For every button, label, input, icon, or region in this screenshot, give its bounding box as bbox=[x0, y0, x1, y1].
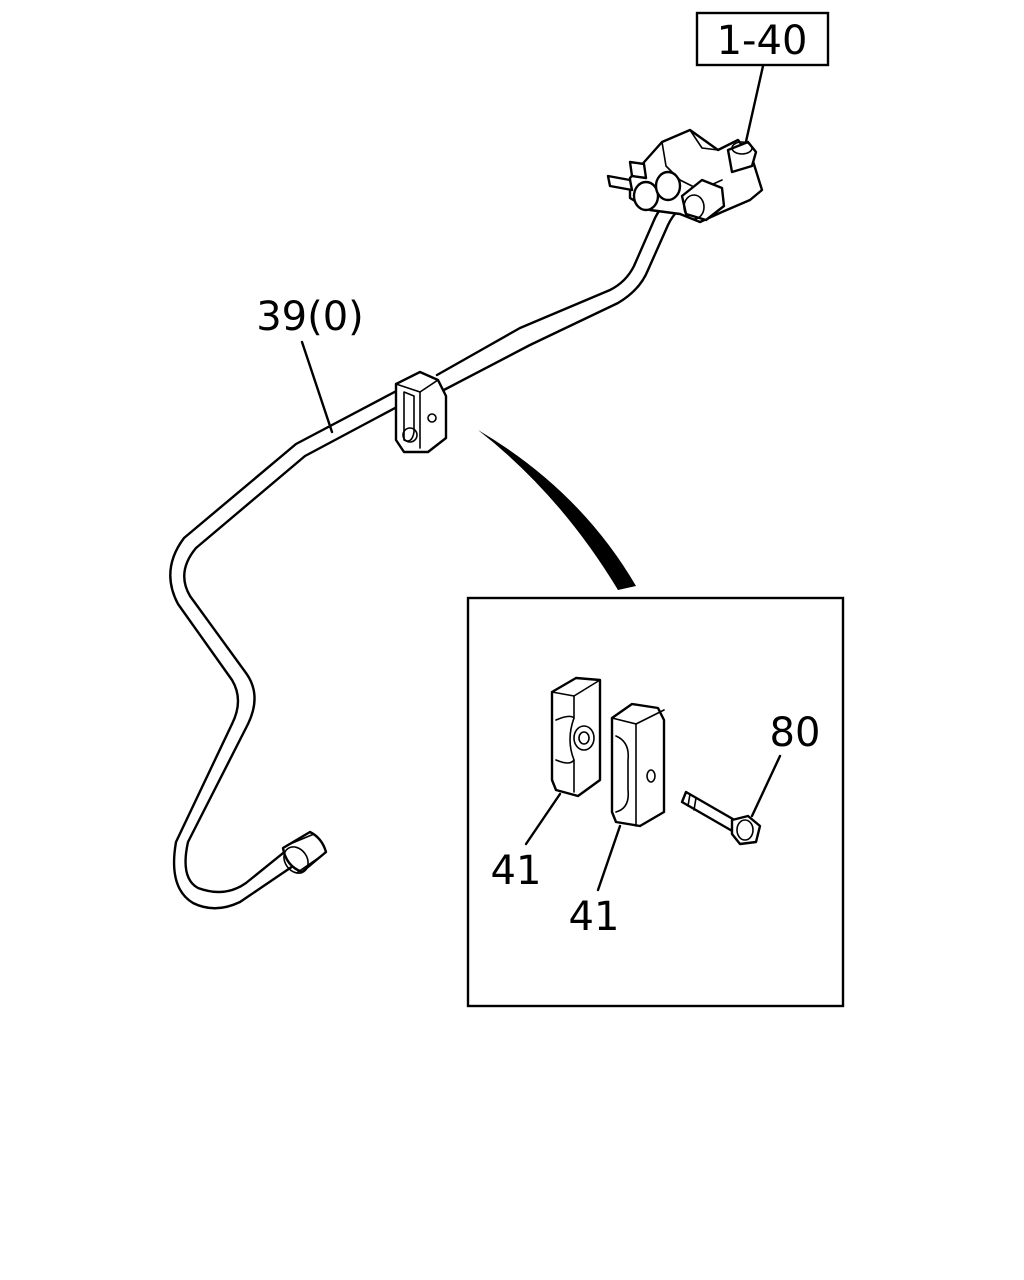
pipe-label: 39(0) bbox=[256, 294, 364, 340]
fuel-pipe bbox=[169, 190, 692, 910]
clamp-left-label: 41 bbox=[491, 848, 542, 894]
bolt-label: 80 bbox=[770, 710, 821, 756]
detail-view: 80 41 41 bbox=[466, 596, 845, 1008]
clamp-half-right bbox=[610, 702, 666, 828]
pipe-clamp-installed bbox=[394, 370, 448, 454]
clamp-right-label: 41 bbox=[569, 894, 620, 940]
pipe-nut-bottom bbox=[281, 830, 328, 874]
clamp-half-left bbox=[550, 676, 602, 798]
detail-arrow bbox=[478, 430, 636, 590]
pipe-callout: 39(0) bbox=[256, 294, 364, 434]
reference-label: 1-40 bbox=[717, 18, 808, 64]
upper-bracket-fitting bbox=[606, 128, 764, 224]
reference-callout: 1-40 bbox=[695, 11, 830, 148]
bolt bbox=[680, 790, 762, 846]
